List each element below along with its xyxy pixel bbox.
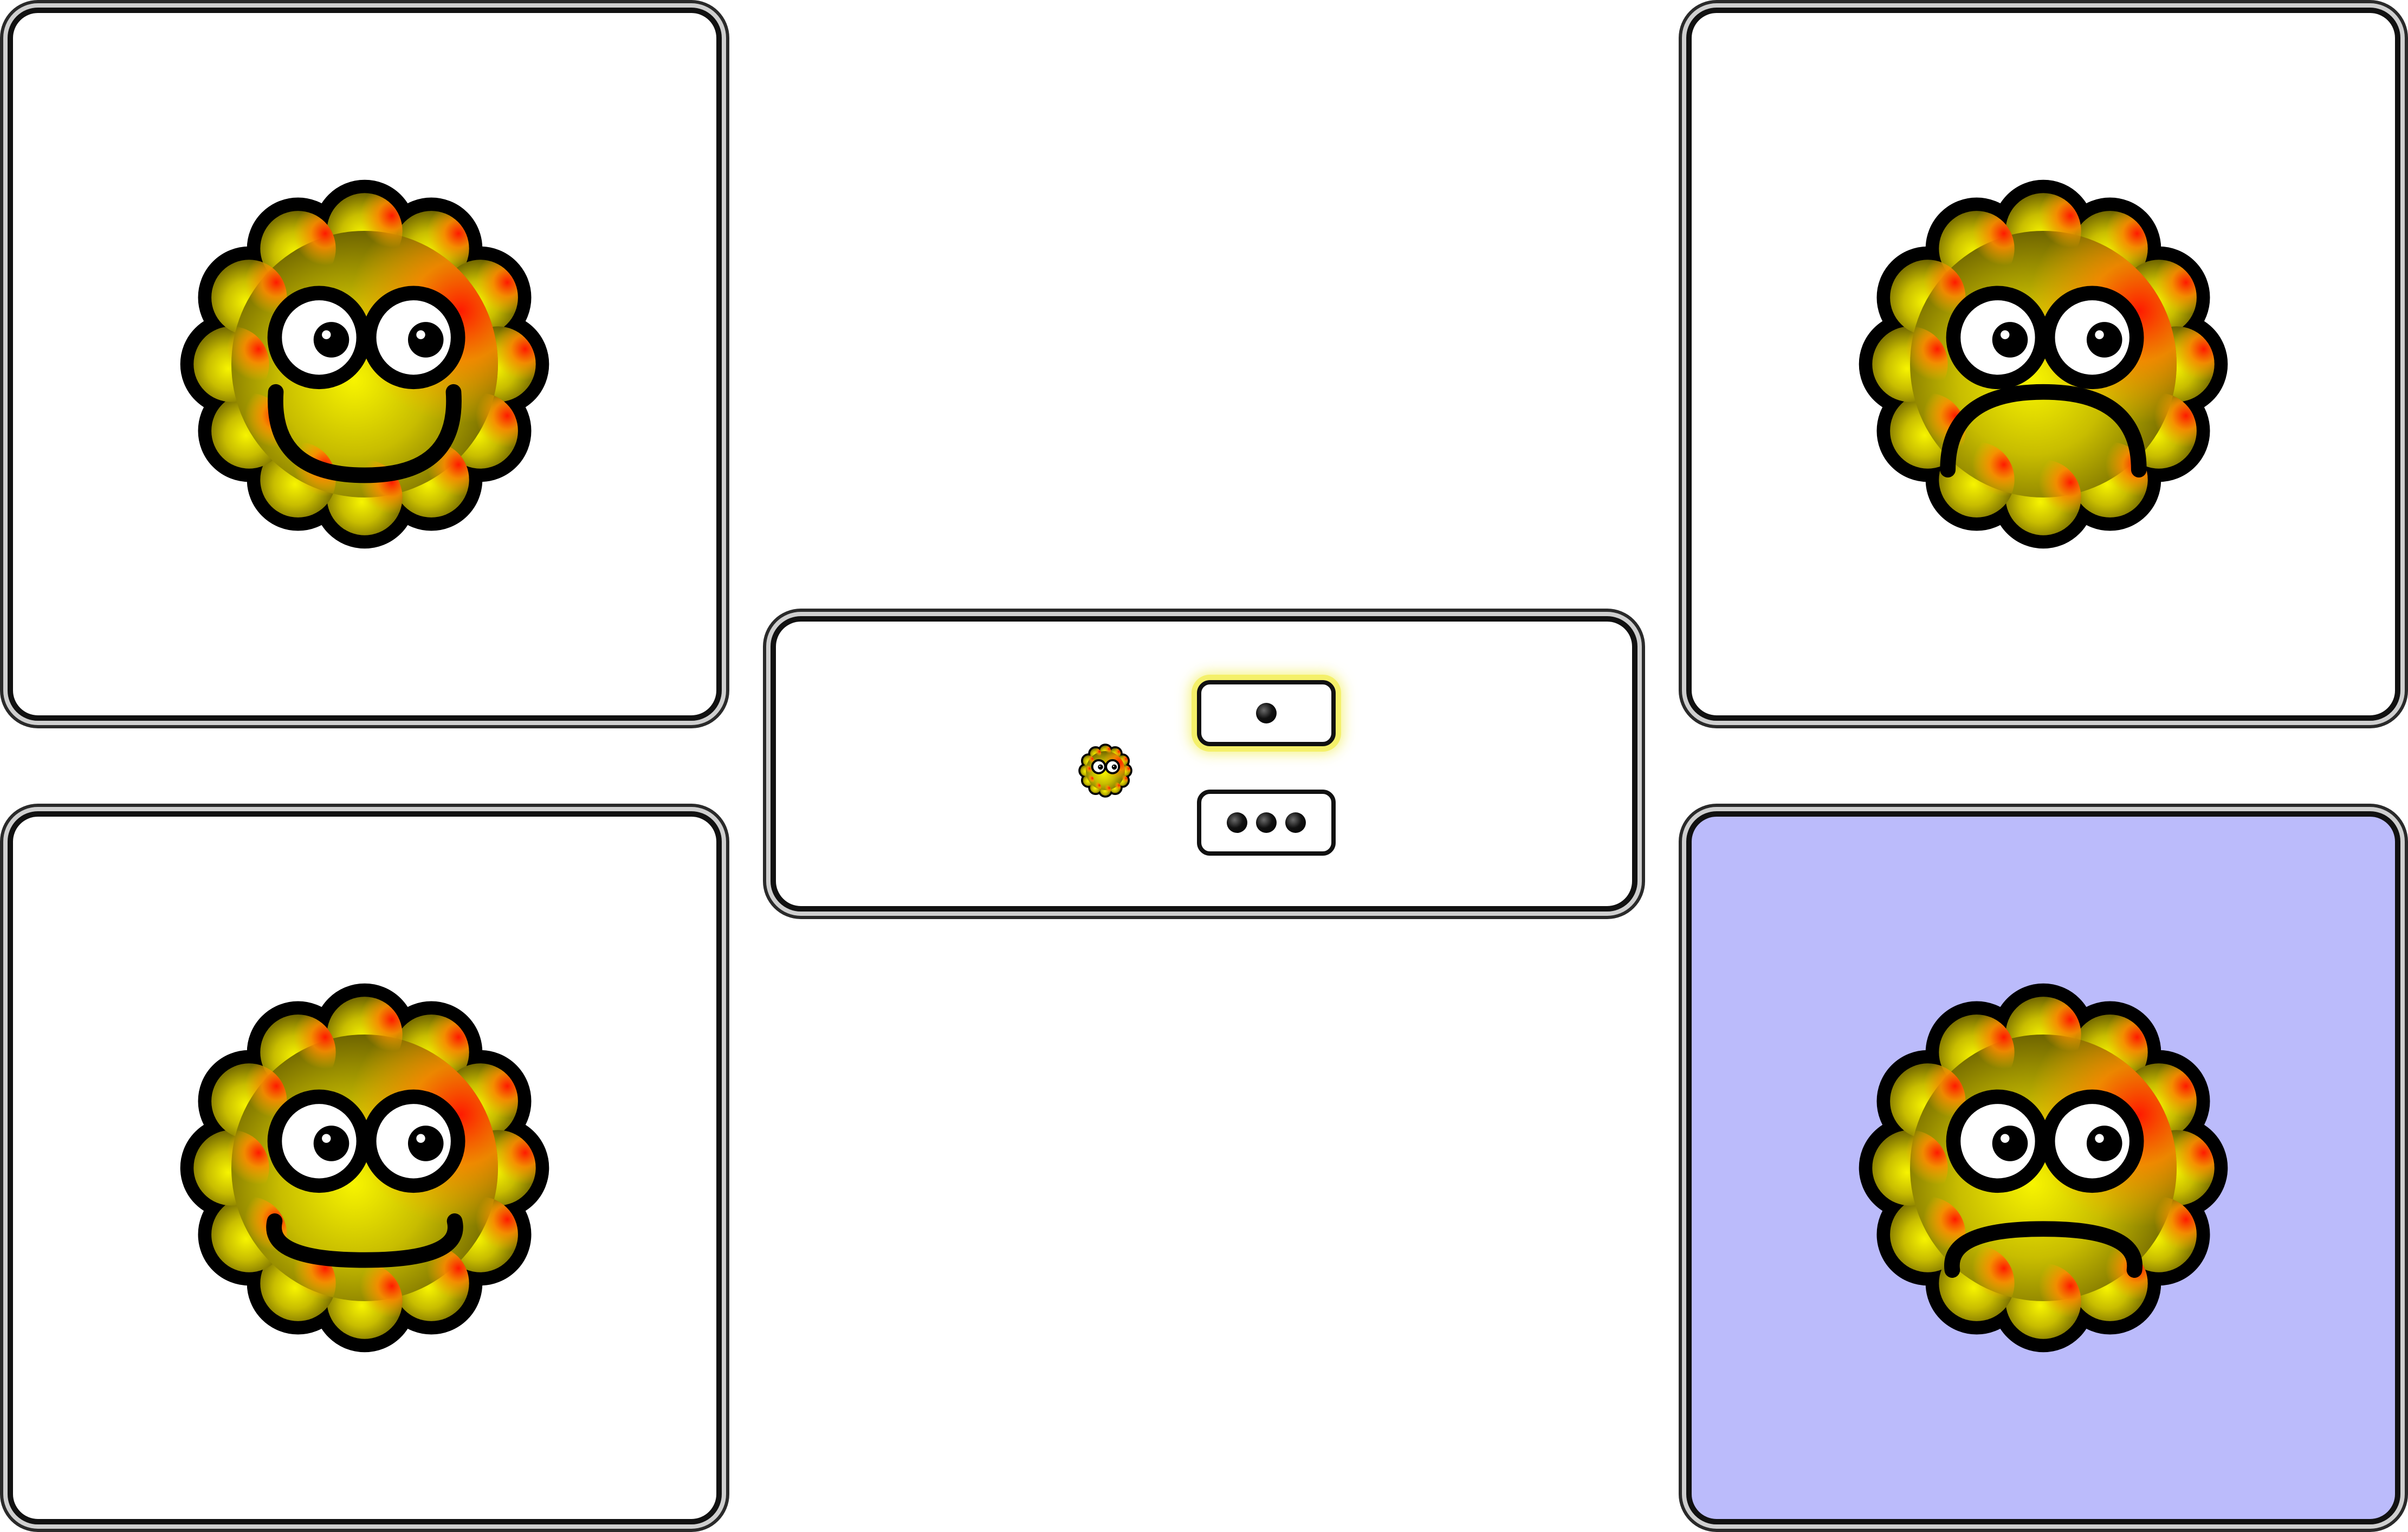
face-card-bottom-left[interactable] <box>8 811 722 1524</box>
dot-icon <box>1256 812 1277 833</box>
small-frown-face-icon <box>1821 946 2265 1390</box>
big-frown-face-icon <box>1821 142 2265 586</box>
dot-icon <box>1227 812 1247 833</box>
small-smile-face-icon <box>143 946 587 1390</box>
face-card-bottom-right[interactable] <box>1686 811 2400 1524</box>
triple-dot-mode-button[interactable]: triple-dot <box>1197 790 1336 856</box>
flower-face-icon <box>1073 738 1138 803</box>
face-card-top-right[interactable] <box>1686 8 2400 721</box>
dot-icon <box>1285 812 1306 833</box>
single-dot-mode-button[interactable]: single-dot <box>1197 680 1336 746</box>
dot-icon <box>1256 703 1277 723</box>
control-panel: single-dot triple-dot <box>771 616 1637 912</box>
face-card-top-left[interactable] <box>8 8 722 721</box>
big-smile-face-icon <box>143 142 587 586</box>
